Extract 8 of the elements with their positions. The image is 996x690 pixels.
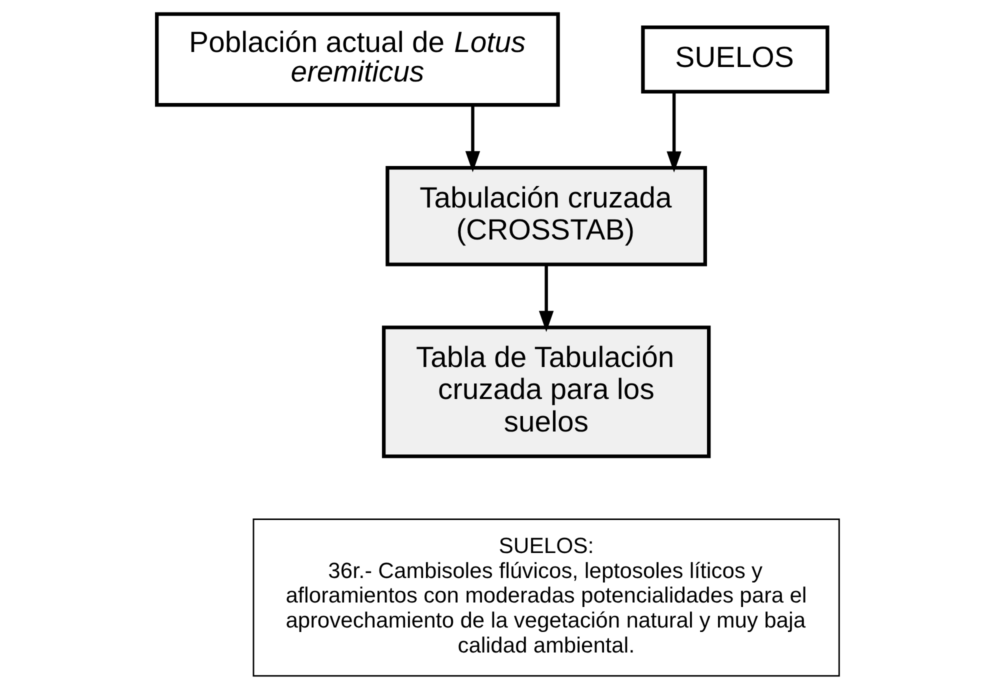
- arrow: [666, 92, 682, 173]
- node-box: Tabulación cruzada (CROSSTAB): [386, 166, 707, 266]
- node-box: Población actual de Lotus eremiticus: [155, 12, 560, 107]
- node-box: SUELOS: 36r.- Cambisoles flúvicos, leptosoles líticos y afloramientos con moderadas potencialidades para el aprovechamiento de la vegetación natural y muy baja calidad ambiental.: [252, 518, 840, 677]
- node-box: Tabla de Tabulación cruzada para los suelos: [382, 326, 711, 458]
- node-box: SUELOS: [641, 25, 830, 94]
- arrow: [465, 105, 480, 172]
- arrow: [538, 264, 554, 332]
